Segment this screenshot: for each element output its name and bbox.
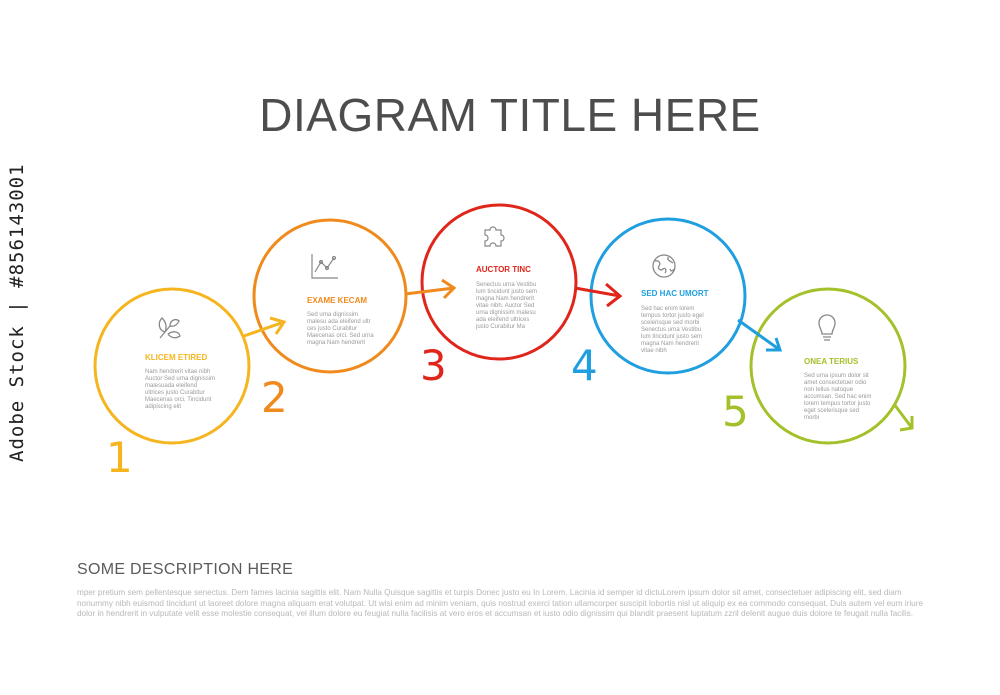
step-1-to-2-arrow: [243, 316, 287, 338]
step-3-line: vitae nibh. Auctor Sed: [476, 303, 534, 309]
step-1-circle: [93, 287, 251, 445]
puzzle-icon: [484, 226, 505, 247]
step-5: 5 ONEA TERIUS Sed urna ipsum dolor sit a…: [722, 287, 914, 445]
step-3-line: magna Nam hendrerit: [476, 296, 534, 302]
step-5-line: amet consectetuer odio: [804, 380, 867, 386]
line-chart-icon: [311, 254, 338, 279]
step-5-line: Sed urna ipsum dolor sit: [804, 373, 869, 379]
step-3-line: urna dignissim malesu: [476, 310, 536, 316]
step-4-line: Senectus urna Vestibu: [641, 327, 701, 333]
step-2-to-3-arrow: [404, 278, 457, 300]
step-5-line: lorem tempus tortor justo: [804, 401, 871, 407]
step-3-line: Senectus urna Vestibu: [476, 282, 536, 288]
step-4-line: magna Nam hendrerit: [641, 341, 699, 347]
step-1-line: adipiscing elit: [145, 404, 181, 410]
step-4-heading: SED HAC UMORT: [641, 289, 709, 298]
leaves-icon: [158, 317, 181, 339]
step-3-to-4-arrow: [574, 282, 623, 308]
step-3-line: lum tincidunt justo sem: [476, 289, 537, 295]
globe-icon: [652, 254, 676, 278]
step-2-line: Maecenas orci. Sed urna: [307, 333, 374, 339]
step-4-line: Sed hac enim lorem: [641, 306, 694, 312]
step-2-text: Sed urna dignissim malesu ada eleifend u…: [307, 312, 374, 346]
step-4-text: Sed hac enim lorem tempus tortor justo e…: [641, 306, 704, 354]
step-5-line: morbi: [804, 415, 819, 421]
step-4-number: 4: [571, 341, 598, 390]
diagram-title: DIAGRAM TITLE HERE: [259, 89, 761, 141]
step-4-line: lum tincidunt justo sem: [641, 334, 702, 340]
step-2-line: Sed urna dignissim: [307, 312, 358, 318]
step-1-number: 1: [106, 433, 133, 482]
step-3-number: 3: [420, 341, 447, 390]
step-4-line: scelerisque sed morbi: [641, 320, 699, 326]
step-3-line: ada eleifend ultrices: [476, 317, 529, 323]
step-3: 3 AUCTOR TINC Senectus urna Vestibu lum …: [404, 203, 578, 390]
step-2-circle: [252, 218, 408, 374]
step-5-heading: ONEA TERIUS: [804, 357, 859, 366]
step-5-line: accumsan. Sed hac enim: [804, 394, 871, 400]
step-3-line: justo Curabitur Ma: [475, 324, 526, 330]
step-1-line: ultrices justo Curabitur: [145, 390, 205, 396]
lightbulb-icon: [818, 314, 836, 341]
step-2-number: 2: [261, 373, 288, 422]
step-5-text: Sed urna ipsum dolor sit amet consectetu…: [804, 373, 871, 421]
step-4-circle: [589, 217, 747, 375]
step-5-line: eget scelerisque sed: [804, 408, 859, 414]
description-title: SOME DESCRIPTION HERE: [77, 561, 294, 578]
step-5-line: non tellus natoque: [804, 387, 854, 393]
step-2-line: ces justo Curabitur: [307, 326, 357, 332]
step-4-to-5-arrow: [737, 318, 783, 352]
step-3-text: Senectus urna Vestibu lum tincidunt just…: [475, 282, 537, 330]
step-1-line: Auctor Sed urna dignissim: [145, 376, 215, 382]
step-1-line: malesuada eleifend: [145, 383, 197, 389]
step-1-heading: KLICEM ETIRED: [145, 353, 207, 362]
description-body: mper pretium sem pellentesque senectus. …: [77, 588, 923, 618]
step-1: 1 KLICEM ETIRED Nam hendrerit vitae nibh…: [93, 287, 251, 482]
step-5-number: 5: [722, 387, 749, 436]
step-2-line: malesu ada eleifend ultr: [307, 319, 371, 325]
step-1-line: Nam hendrerit vitae nibh: [145, 369, 210, 375]
step-5-circle: [749, 287, 907, 445]
step-4: 4 SED HAC UMORT Sed hac enim lorem tempu…: [571, 217, 747, 390]
step-3-heading: AUCTOR TINC: [476, 265, 531, 274]
step-4-line: tempus tortor justo egel: [641, 313, 704, 319]
step-5-exit-arrow: [892, 403, 914, 432]
process-diagram: 1 KLICEM ETIRED Nam hendrerit vitae nibh…: [93, 203, 914, 482]
step-2-line: magna Nam hendrerit: [307, 340, 365, 346]
step-2: 2 EXAME KECAM Sed urna dignissim malesu …: [243, 218, 408, 422]
step-3-circle: [420, 203, 578, 361]
step-1-line: Maecenas orci. Tincidunt: [145, 397, 212, 403]
step-2-heading: EXAME KECAM: [307, 296, 367, 305]
step-4-line: vitae nibh: [641, 348, 667, 354]
step-1-text: Nam hendrerit vitae nibh Auctor Sed urna…: [145, 369, 215, 410]
